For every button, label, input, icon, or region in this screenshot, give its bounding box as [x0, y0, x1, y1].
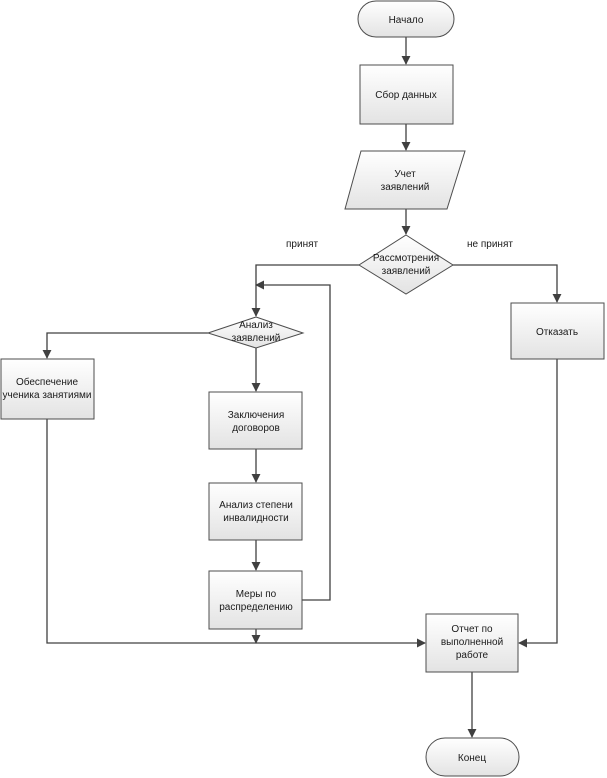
node-record-label-2: заявлений — [381, 182, 430, 193]
edge-review-analyze — [251, 264, 359, 317]
node-disability-analysis: Анализ степени инвалидности — [208, 482, 303, 541]
node-measures-label-1: Меры по — [236, 589, 277, 600]
node-refuse: Отказать — [510, 302, 605, 360]
node-collect-data: Сбор данных — [359, 64, 454, 125]
node-analyze-label-2: заявлений — [232, 333, 281, 344]
edge-label-accepted: принят — [286, 239, 319, 250]
node-measures-label-2: распределению — [219, 602, 293, 613]
node-end-label: Конец — [458, 753, 486, 764]
edge-analyze-provide — [42, 332, 208, 359]
node-collect-data-label: Сбор данных — [375, 89, 436, 101]
node-contracts-label-2: договоров — [232, 423, 280, 434]
connectors — [42, 37, 562, 738]
node-start-label: Начало — [389, 15, 424, 26]
edge-refuse-report — [518, 359, 558, 648]
node-review-label-1: Рассмотрения — [373, 253, 439, 264]
node-review-label-2: заявлений — [382, 266, 431, 277]
node-end: Конец — [425, 737, 520, 777]
node-review-decision: Рассмотрения заявлений — [358, 234, 454, 295]
node-disability-label-2: инвалидности — [223, 513, 288, 524]
node-record-applications: Учет заявлений — [344, 150, 466, 210]
node-record-label-1: Учет — [394, 169, 416, 180]
node-provide-label-1: Обеспечение — [16, 376, 78, 388]
node-report-label-1: Отчет по — [451, 624, 493, 635]
node-report: Отчет по выполненной работе — [425, 613, 519, 673]
node-report-label-3: работе — [456, 649, 489, 661]
node-contracts-label-1: Заключения — [228, 410, 285, 421]
node-provide-label-2: ученика занятиями — [3, 390, 92, 401]
edge-provide-report — [46, 419, 426, 648]
node-report-label-2: выполненной — [441, 637, 503, 648]
node-provide-classes: Обеспечение ученика занятиями — [0, 358, 95, 420]
edge-measures-loop — [255, 280, 331, 601]
node-refuse-label: Отказать — [536, 327, 578, 338]
node-start: Начало — [357, 0, 455, 38]
node-analyze-decision: Анализ заявлений — [206, 316, 305, 349]
node-disability-label-1: Анализ степени — [219, 500, 293, 511]
node-contracts: Заключения договоров — [208, 391, 303, 450]
edge-label-rejected: не принят — [467, 239, 513, 250]
node-distribution-measures: Меры по распределению — [208, 570, 303, 630]
node-analyze-label-1: Анализ — [239, 320, 273, 331]
edge-review-refuse — [453, 264, 562, 303]
